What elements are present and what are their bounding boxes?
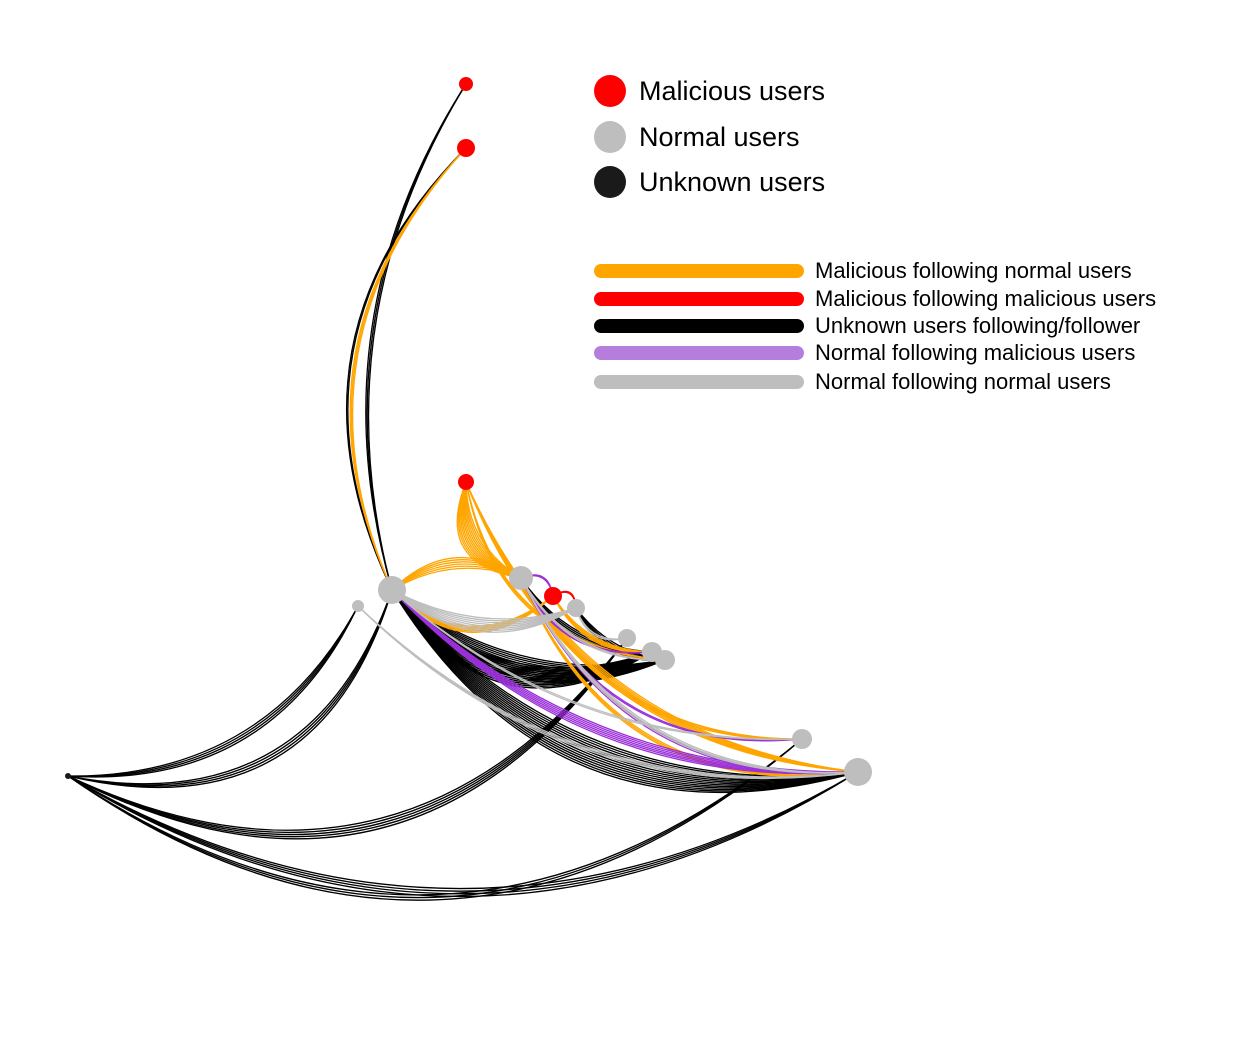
node-malicious-m3 bbox=[458, 474, 474, 490]
edge-unknown-n1-n9 bbox=[391, 589, 859, 784]
edge-unknown-m1-n1 bbox=[365, 83, 467, 591]
node-malicious-m1 bbox=[459, 77, 473, 91]
node-normal-n1 bbox=[378, 576, 406, 604]
edge-unknown-u1-n4 bbox=[67, 605, 359, 777]
malicious-following-malicious-swatch bbox=[594, 292, 804, 306]
legend-item-malicious-following-normal: Malicious following normal users bbox=[594, 258, 1132, 284]
edge-unknown-u1-n1 bbox=[67, 589, 393, 785]
edge-unknown-u1-n9 bbox=[67, 771, 859, 898]
edge-malicious-normal-n1-n2 bbox=[391, 563, 522, 591]
edge-normal-normal-n2-n7 bbox=[520, 577, 666, 661]
edge-normal-normal-n2-n9 bbox=[520, 577, 859, 774]
node-malicious-m4 bbox=[544, 587, 562, 605]
edge-unknown-u1-n9 bbox=[67, 771, 859, 895]
legend-label-normal-following-malicious: Normal following malicious users bbox=[815, 340, 1136, 365]
edge-malicious-normal-n1-n2 bbox=[391, 559, 522, 591]
legend-label-malicious-following-normal: Malicious following normal users bbox=[815, 258, 1132, 283]
edge-unknown-u1-n4 bbox=[67, 605, 359, 777]
edge-normal-normal-n1-n3 bbox=[391, 589, 577, 626]
legend-label-unknown-users: Unknown users bbox=[639, 166, 826, 197]
node-normal-n9 bbox=[844, 758, 872, 786]
normal-users-marker bbox=[594, 121, 626, 153]
legend-label-normal-users: Normal users bbox=[639, 121, 800, 152]
edge-normal-normal-n1-n8 bbox=[391, 589, 803, 741]
edge-normal-normal-n4-n9 bbox=[357, 605, 859, 780]
edge-malicious-normal-n1-n2 bbox=[391, 565, 522, 591]
edge-normal-normal-n1-n3 bbox=[391, 589, 577, 628]
edge-normal-normal-n1-n3 bbox=[391, 589, 577, 624]
edge-malicious-normal-m3-n9 bbox=[465, 481, 859, 773]
edge-unknown-m1-n1 bbox=[366, 83, 467, 591]
node-normal-n7 bbox=[655, 650, 675, 670]
edge-unknown-u1-n4 bbox=[67, 605, 359, 778]
edge-unknown-u1-n8 bbox=[67, 738, 803, 896]
node-normal-n3 bbox=[567, 599, 585, 617]
edge-normal-normal-n1-n8 bbox=[391, 589, 803, 740]
malicious-following-normal-swatch bbox=[594, 264, 804, 278]
edge-normal-normal-n1-n3 bbox=[391, 589, 577, 620]
node-unknown-u1 bbox=[65, 773, 71, 779]
edge-unknown-n1-n9 bbox=[391, 589, 859, 792]
edge-unknown-m1-n1 bbox=[367, 83, 467, 591]
normal-following-normal-swatch bbox=[594, 375, 804, 389]
edge-normal-normal-n1-n3 bbox=[391, 589, 577, 622]
edge-unknown-u1-n9 bbox=[67, 771, 859, 890]
edge-normal-malicious-n1-n9 bbox=[391, 589, 859, 775]
legend-item-unknown-following-follower: Unknown users following/follower bbox=[594, 313, 1140, 339]
edge-unknown-u1-n1 bbox=[67, 589, 393, 786]
edge-malicious-normal-m3-n9 bbox=[465, 481, 859, 773]
edge-normal-normal-n4-n9 bbox=[357, 605, 859, 778]
edge-unknown-n1-n9 bbox=[391, 589, 859, 788]
unknown-users-marker bbox=[594, 166, 626, 198]
edge-unknown-n1-n9 bbox=[391, 589, 859, 789]
legend-item-normal-users: Normal users bbox=[594, 121, 800, 153]
node-normal-n8 bbox=[792, 729, 812, 749]
malicious-users-marker bbox=[594, 75, 626, 107]
edge-unknown-n1-n9 bbox=[391, 589, 859, 791]
edge-malicious-normal-n1-n2 bbox=[391, 567, 522, 591]
edge-layer bbox=[67, 83, 859, 901]
legend-label-normal-following-normal: Normal following normal users bbox=[815, 369, 1111, 394]
edge-unknown-n1-n9 bbox=[391, 589, 859, 778]
edge-normal-normal-n2-n9 bbox=[520, 577, 859, 774]
legend-label-malicious-users: Malicious users bbox=[639, 75, 826, 106]
edge-unknown-u1-n1 bbox=[67, 589, 393, 789]
legend-item-malicious-users: Malicious users bbox=[594, 75, 825, 107]
edge-malicious-normal-m2-n1 bbox=[349, 147, 467, 591]
node-normal-n5 bbox=[618, 629, 636, 647]
edge-normal-normal-n2-n7 bbox=[520, 577, 666, 661]
edge-normal-normal-n4-n9 bbox=[357, 605, 859, 779]
unknown-following-follower-swatch bbox=[594, 319, 804, 333]
edge-unknown-u1-n1 bbox=[67, 589, 393, 787]
edge-unknown-u1-n9 bbox=[67, 771, 859, 892]
edge-malicious-normal-n1-n2 bbox=[391, 561, 522, 591]
legend-label-unknown-following-follower: Unknown users following/follower bbox=[815, 313, 1141, 338]
edge-malicious-normal-m3-n9 bbox=[465, 481, 859, 773]
edge-unknown-u1-n4 bbox=[67, 605, 359, 778]
edge-unknown-n1-n9 bbox=[391, 589, 859, 777]
edge-unknown-m2-n1 bbox=[345, 147, 467, 591]
node-normal-n2 bbox=[509, 566, 533, 590]
edge-normal-normal-n2-n9 bbox=[520, 577, 859, 774]
normal-following-malicious-swatch bbox=[594, 346, 804, 360]
legend-item-malicious-following-malicious: Malicious following malicious users bbox=[594, 286, 1156, 312]
node-normal-n4 bbox=[352, 600, 364, 612]
edge-unknown-u1-n8 bbox=[67, 738, 803, 899]
edge-unknown-n1-n9 bbox=[391, 589, 859, 785]
legend-item-unknown-users: Unknown users bbox=[594, 166, 825, 198]
legend-item-normal-following-normal: Normal following normal users bbox=[594, 369, 1111, 395]
node-layer bbox=[65, 77, 872, 786]
legend-item-normal-following-malicious: Normal following malicious users bbox=[594, 340, 1135, 366]
node-malicious-m2 bbox=[457, 139, 475, 157]
legend-label-malicious-following-malicious: Malicious following malicious users bbox=[815, 286, 1157, 311]
edge-malicious-normal-m2-n1 bbox=[352, 147, 467, 591]
edge-unknown-n1-n9 bbox=[391, 589, 859, 794]
edge-unknown-u1-n8 bbox=[67, 738, 803, 901]
edge-unknown-n1-n9 bbox=[391, 589, 859, 786]
edge-malicious-normal-m3-n7 bbox=[465, 481, 666, 661]
